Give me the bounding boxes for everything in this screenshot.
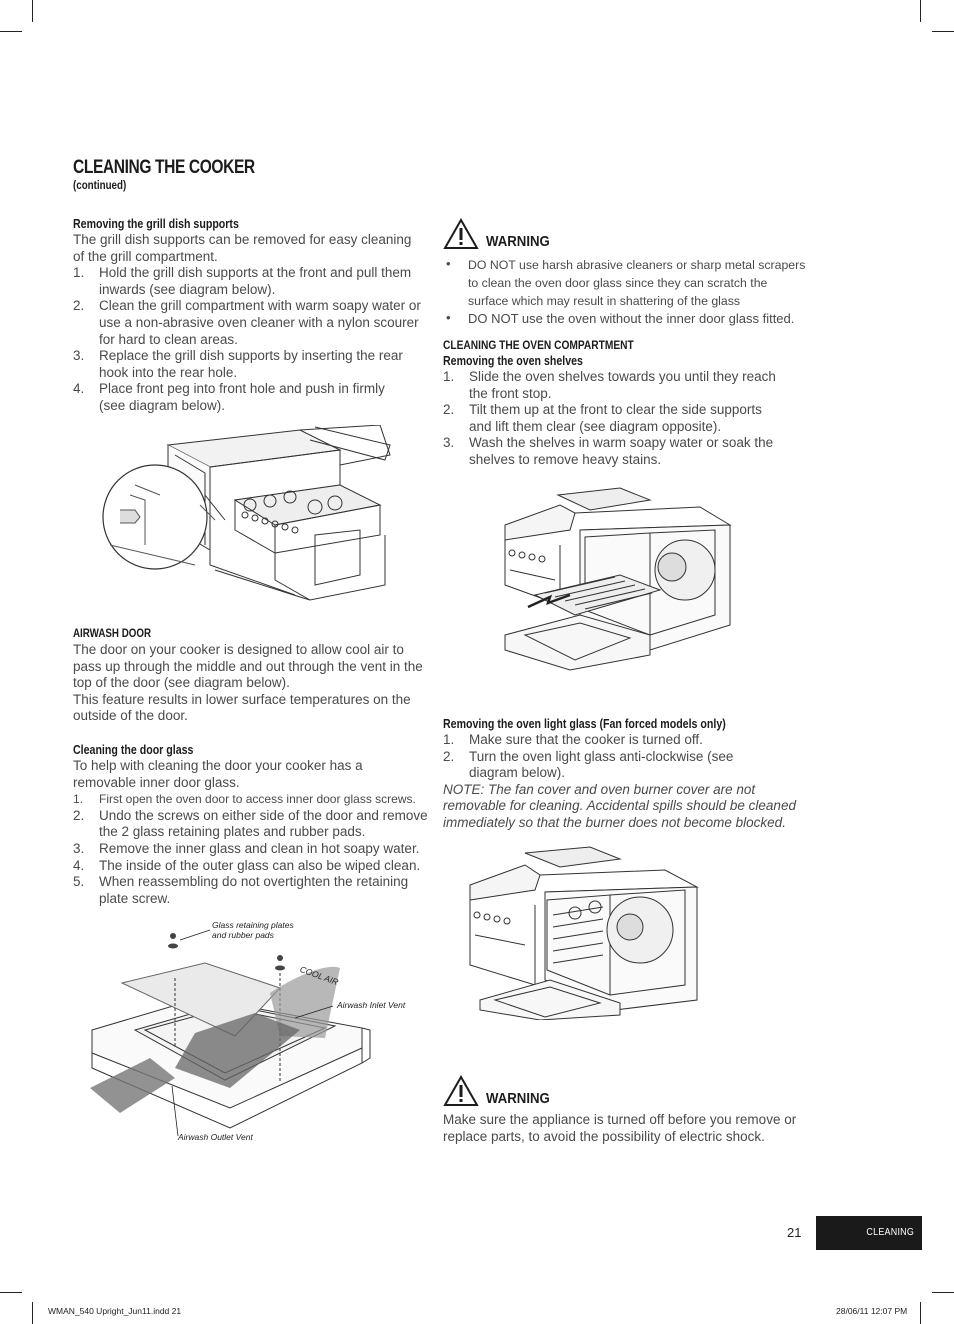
list-item: 3.Remove the inner glass and clean in ho… xyxy=(73,840,420,856)
list-item: 2.Clean the grill compartment with warm … xyxy=(73,298,421,347)
page-number: 21 xyxy=(787,1225,802,1240)
list-item: 4.Place front peg into front hole and pu… xyxy=(73,381,385,413)
list-item: 2.Turn the oven light glass anti-clockwi… xyxy=(443,748,734,781)
grill-support-diagram xyxy=(102,425,391,601)
list-item: 1.First open the oven door to access inn… xyxy=(73,792,416,807)
section-tab-label: CLEANING xyxy=(866,1226,914,1238)
label-glass-plates: Glass retaining plates xyxy=(212,920,294,930)
light-glass-heading: Removing the oven light glass (Fan force… xyxy=(443,717,726,731)
grill-heading: Removing the grill dish supports xyxy=(73,217,239,231)
warning-list: • DO NOT use harsh abrasive cleaners or … xyxy=(443,256,808,328)
warning-icon xyxy=(443,218,479,249)
door-glass-heading: Cleaning the door glass xyxy=(73,743,194,757)
list-item: 1.Hold the grill dish supports at the fr… xyxy=(73,265,412,297)
grill-section: Removing the grill dish supports The gri… xyxy=(73,217,425,415)
airwash-text-2: This feature results in lower surface te… xyxy=(73,691,411,724)
light-glass-note: NOTE: The fan cover and oven burner cove… xyxy=(443,781,796,830)
oven-compartment-section: CLEANING THE OVEN COMPARTMENT Removing t… xyxy=(443,338,803,469)
oven-shelves-heading: Removing the oven shelves xyxy=(443,354,583,368)
warning-text: Make sure the appliance is turned off be… xyxy=(443,1112,797,1144)
section-tab: CLEANING xyxy=(816,1216,922,1250)
warning-title: WARNING xyxy=(486,1090,550,1107)
list-item: 3.Wash the shelves in warm soapy water o… xyxy=(443,435,774,467)
list-item: 5.When reassembling do not overtighten t… xyxy=(73,874,409,906)
footer-timestamp: 28/06/11 12:07 PM xyxy=(836,1306,908,1316)
list-item: 3.Replace the grill dish supports by ins… xyxy=(73,348,403,380)
door-diagram: Glass retaining plates and rubber pads C… xyxy=(80,918,420,1148)
airwash-text-1: The door on your cooker is designed to a… xyxy=(73,642,423,691)
oven-light-diagram xyxy=(469,846,699,1020)
list-item: 1.Slide the oven shelves towards you unt… xyxy=(443,369,776,401)
door-glass-section: Cleaning the door glass To help with cle… xyxy=(73,743,428,907)
light-glass-section: Removing the oven light glass (Fan force… xyxy=(443,717,803,832)
airwash-section: AIRWASH DOOR The door on your cooker is … xyxy=(73,628,425,725)
label-inlet-vent: Airwash Inlet Vent xyxy=(337,1000,406,1010)
grill-intro: The grill dish supports can be removed f… xyxy=(73,232,412,264)
label-rubber-pads: and rubber pads xyxy=(212,930,274,940)
door-glass-intro: To help with cleaning the door your cook… xyxy=(73,758,363,790)
airwash-heading: AIRWASH DOOR xyxy=(73,628,152,640)
list-item: • DO NOT use harsh abrasive cleaners or … xyxy=(446,256,806,308)
label-outlet-vent: Airwash Outlet Vent xyxy=(178,1132,253,1142)
page-subtitle: (continued) xyxy=(73,180,127,192)
list-item: 4.The inside of the outer glass can also… xyxy=(73,857,421,873)
oven-shelves-diagram xyxy=(504,487,732,671)
list-item: 2.Undo the screws on either side of the … xyxy=(73,807,428,840)
page-title: CLEANING THE COOKER xyxy=(73,157,255,178)
list-item: 2.Tilt them up at the front to clear the… xyxy=(443,402,762,434)
warning-icon xyxy=(443,1075,479,1106)
list-item: 1.Make sure that the cooker is turned of… xyxy=(443,732,703,747)
list-item: • DO NOT use the oven without the inner … xyxy=(446,310,795,326)
oven-compartment-heading: CLEANING THE OVEN COMPARTMENT xyxy=(443,338,634,352)
footer-file: WMAN_540 Upright_Jun11.indd 21 xyxy=(48,1306,182,1316)
warning-title: WARNING xyxy=(486,233,550,250)
